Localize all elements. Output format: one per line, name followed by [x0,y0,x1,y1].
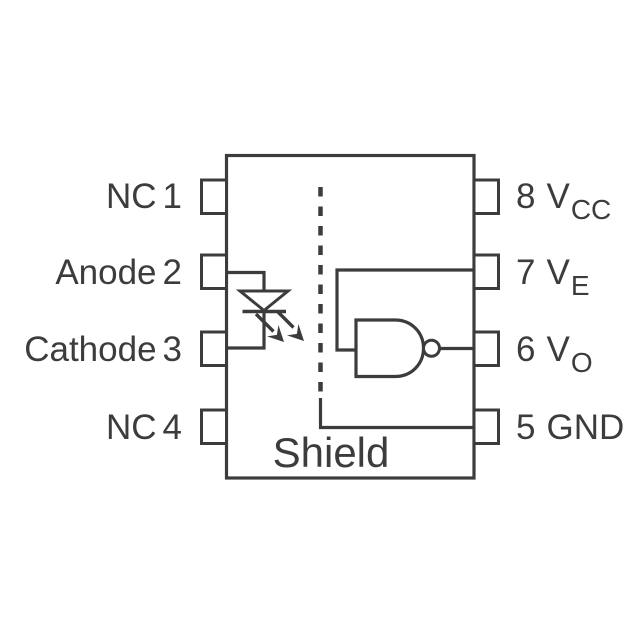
pin-5-label: 5 GND [516,406,625,450]
pin-3-box [200,330,228,367]
left-pin-boxes [200,178,228,445]
pin-number: 2 [162,253,182,292]
anode-wire [226,270,266,291]
shield-boundary-line [318,187,474,430]
pin-signal: GND [546,408,625,447]
pin-2-box [200,253,228,290]
pin-7-box [472,253,500,290]
pin-number: 5 [516,408,536,447]
pin-number: 1 [162,177,182,216]
ic-body-rect [224,153,476,480]
gate-output-bubble [422,338,441,358]
light-emission-arrows-icon [254,310,304,342]
emission-arrow-2-shaft [276,310,295,329]
pin-name: Cathode [24,330,157,369]
right-pin-boxes [472,178,500,445]
pin-signal: V [546,330,570,369]
pin-number: 4 [162,408,182,447]
pin-number: 6 [516,330,536,369]
emission-arrow-2-head [287,324,304,341]
pin-number: 3 [162,330,182,369]
pin-5-box [472,408,500,445]
pin-name: Anode [55,253,157,292]
pin-signal-subscript: E [570,270,590,301]
emission-arrow-1-shaft [254,312,275,333]
shield-label: Shield [272,429,390,476]
pin-signal: V [546,177,570,216]
ve-enable-wire [335,268,474,352]
pin-number: 7 [516,253,536,292]
emission-arrow-1-head [267,325,284,342]
pin-4-box [200,408,228,445]
pin-name: NC [105,177,157,216]
logic-gate-symbol [335,268,474,379]
pin-signal: V [546,253,570,292]
gate-body [354,318,426,379]
pin-signal-subscript: CC [570,194,612,225]
ic-package-outline [224,153,476,480]
pin-name: NC [105,408,157,447]
pin-signal-subscript: O [570,347,593,378]
pin-number: 8 [516,177,536,216]
pin-1-box [200,178,228,215]
led-triangle [235,289,293,313]
pin-8-box [472,178,500,215]
pin-6-box [472,330,500,367]
shield-to-gnd-wire [318,398,474,430]
